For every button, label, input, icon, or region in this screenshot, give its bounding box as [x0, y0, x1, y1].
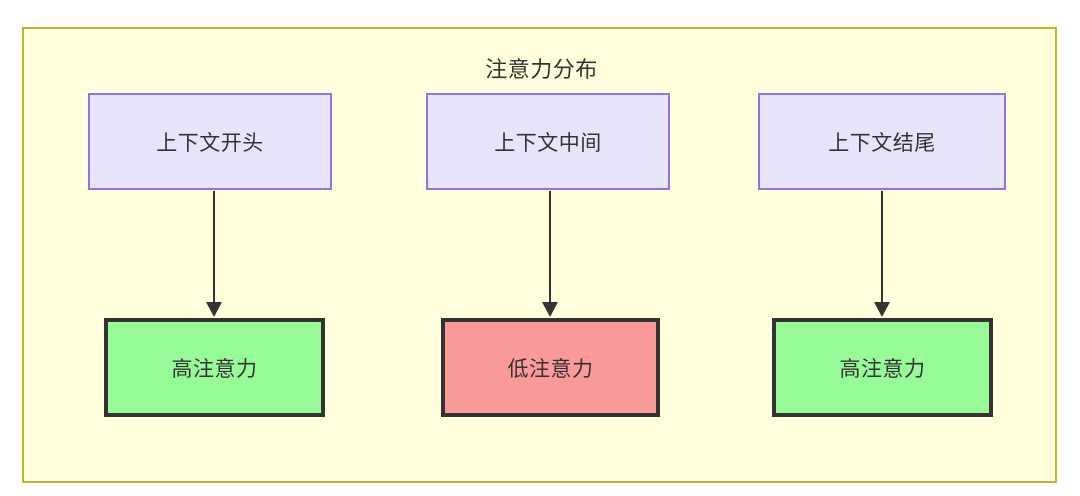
- diagram-title: 注意力分布: [485, 57, 598, 82]
- node-context-start[interactable]: 上下文开头: [88, 93, 332, 190]
- node-high-attention-start[interactable]: 高注意力: [104, 318, 325, 417]
- node-high-attention-end[interactable]: 高注意力: [772, 318, 993, 417]
- node-context-middle[interactable]: 上下文中间: [426, 93, 670, 190]
- node-context-end[interactable]: 上下文结尾: [758, 93, 1006, 190]
- node-low-attention-middle[interactable]: 低注意力: [441, 318, 660, 417]
